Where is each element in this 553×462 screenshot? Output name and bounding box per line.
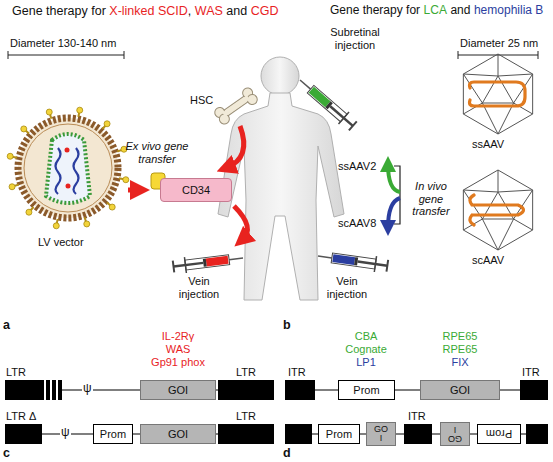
label-text: hemophilia B	[474, 4, 543, 18]
label-text: ssAAV	[472, 138, 504, 151]
box-text: CD34	[182, 184, 210, 196]
label-text: ,	[188, 4, 191, 18]
label-text: LP1	[326, 356, 406, 369]
in-vivo-arrow	[388, 198, 400, 228]
label-text: LTR	[6, 366, 26, 379]
construct-box: Prom	[93, 424, 133, 444]
label-text: Vein injection	[170, 275, 228, 300]
box-text: GO I	[448, 425, 462, 443]
label-text: Diameter 130-140 nm	[10, 37, 116, 50]
label-text: Vein injection	[318, 275, 376, 300]
label-text: scAAV8	[338, 217, 376, 230]
label-text: LTR	[236, 366, 256, 379]
label-text: scAAV	[472, 254, 504, 267]
human-figure	[218, 57, 344, 300]
construct-box: CD34	[160, 178, 232, 202]
syringe	[173, 250, 244, 274]
construct-box: GO I	[366, 422, 396, 446]
label-text: CBA	[326, 330, 406, 343]
label-text: LTR	[236, 410, 256, 423]
label-text: LTR Δ	[6, 410, 36, 423]
box-text: Prom	[486, 428, 512, 440]
label-text: Ex vivo gene transfer	[120, 140, 194, 165]
label-text: ITR	[288, 366, 306, 379]
label-text: ψ	[82, 382, 93, 396]
label-text: LV vector	[38, 236, 84, 249]
bone	[213, 86, 259, 126]
label-text: ITR	[408, 410, 426, 423]
box-text: GOI	[168, 428, 188, 440]
box-text: GO I	[374, 425, 388, 443]
label-text: Subretinal injection	[322, 26, 388, 51]
label-text: Gp91 phox	[128, 356, 228, 369]
aav-capsids	[463, 54, 532, 250]
syringes	[173, 74, 389, 275]
label-text: CGD	[251, 4, 279, 18]
label-text: Cognate	[326, 343, 406, 356]
box-text: GOI	[168, 384, 188, 396]
construct-box: GOI	[140, 424, 216, 444]
lentiviral-vector	[7, 107, 129, 229]
construct-box: Prom	[318, 424, 360, 444]
label-text: WAS	[128, 343, 228, 356]
label-text: X-linked SCID	[109, 4, 188, 18]
box-text: Prom	[326, 428, 352, 440]
label-text: ssAAV2	[338, 160, 376, 173]
box-text: Prom	[100, 428, 126, 440]
label-text: Diameter 25 nm	[460, 37, 538, 50]
label-text: HSC	[190, 94, 213, 107]
label-text: b	[283, 318, 291, 332]
label-text: Gene therapy for	[12, 4, 106, 18]
construct-box: Prom	[477, 424, 521, 444]
label-text: and	[226, 4, 247, 18]
label-text: In vivo gene transfer	[406, 180, 456, 218]
in-vivo-arrow	[388, 164, 400, 192]
construct-box: GOI	[420, 380, 500, 400]
label-text: a	[3, 318, 10, 332]
label-text: LCA	[424, 4, 447, 18]
syringe	[317, 248, 389, 274]
label-text: ITR	[522, 366, 540, 379]
syringe	[295, 74, 358, 132]
box-text: Prom	[353, 384, 379, 396]
label-text: FIX	[420, 356, 500, 369]
bracket	[394, 166, 400, 224]
label-text: RPE65	[420, 343, 500, 356]
label-text: ψ	[60, 426, 71, 440]
aav-construct	[285, 380, 548, 444]
construct-box: GO I	[440, 422, 470, 446]
label-text: WAS	[195, 4, 223, 18]
label-text: and	[450, 4, 470, 18]
label-text: RPE65	[420, 330, 500, 343]
label-text: d	[283, 446, 291, 460]
construct-box: Prom	[338, 380, 395, 400]
label-text: Gene therapy for	[330, 4, 420, 18]
lv-construct	[5, 380, 274, 444]
construct-box: GOI	[140, 380, 216, 400]
label-text: c	[3, 446, 10, 460]
box-text: GOI	[450, 384, 470, 396]
label-text: IL-2Rγ	[128, 330, 228, 343]
